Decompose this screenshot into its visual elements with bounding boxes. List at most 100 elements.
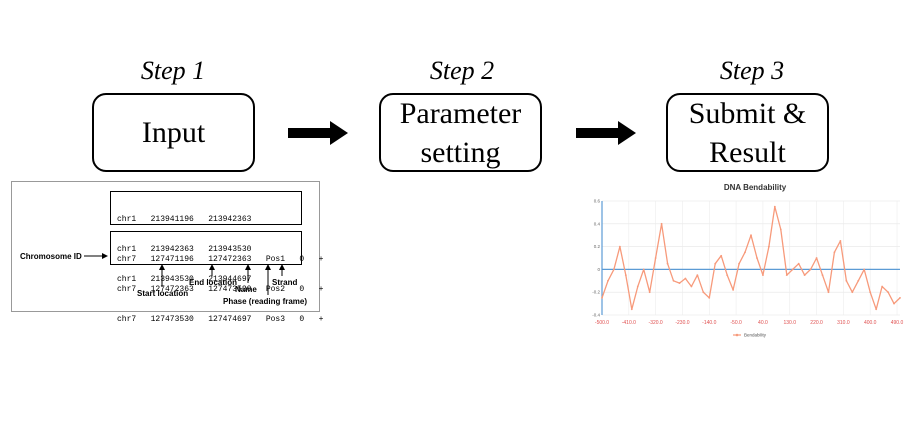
end-location-label: End location [189, 278, 237, 287]
legend-label: Bendability [744, 333, 767, 338]
data-point [762, 274, 764, 276]
data-point [845, 279, 848, 282]
data-point [720, 254, 723, 257]
data-point [636, 285, 639, 288]
box-line: Parameter [399, 96, 522, 130]
bed3-row: chr1 213942363 213943530 [117, 245, 252, 254]
data-point [660, 222, 663, 225]
bed6-row: chr7 127473530 127474697 Pos3 0 + [117, 315, 324, 324]
data-point [654, 257, 657, 259]
data-point [779, 228, 782, 231]
data-point [833, 251, 836, 254]
data-point [678, 282, 681, 284]
data-point [791, 268, 794, 271]
box-line: setting [420, 135, 501, 169]
right-arrow-icon [576, 121, 636, 145]
data-point [601, 297, 603, 299]
x-tick-label: -320.0 [649, 320, 663, 326]
x-tick-label: 40.0 [758, 320, 768, 326]
data-point [624, 274, 627, 276]
data-point [881, 285, 884, 288]
data-point [630, 308, 633, 311]
data-point [869, 291, 872, 294]
step-1-label: Step 1 [140, 56, 206, 85]
annotation-arrows [84, 253, 285, 295]
data-point [732, 289, 735, 291]
step-2-label: Step 2 [429, 56, 495, 85]
y-tick-label: 0 [597, 267, 600, 272]
data-point [767, 245, 770, 248]
x-tick-label: -140.0 [702, 320, 716, 326]
data-point [666, 262, 669, 265]
data-point [750, 234, 752, 237]
x-tick-label: 400.0 [864, 320, 877, 326]
data-point [738, 262, 740, 265]
data-point [642, 268, 645, 271]
data-point [648, 291, 651, 294]
data-point [815, 257, 818, 259]
data-point [696, 274, 699, 276]
data-point [899, 297, 901, 299]
y-tick-label: -0.2 [592, 290, 600, 295]
input-box: Input [92, 93, 255, 172]
bed3-example: chr1 213941196 213942363 chr1 213942363 … [110, 191, 302, 284]
parameter-setting-box: Parameter setting [379, 93, 542, 172]
x-tick-label: 220.0 [810, 320, 823, 326]
y-tick-label: 0.6 [594, 199, 601, 204]
legend-marker [735, 333, 739, 337]
data-point [797, 262, 800, 265]
data-point [857, 279, 860, 282]
data-point [618, 245, 621, 248]
data-point [708, 297, 711, 299]
data-point [839, 240, 842, 242]
data-point [672, 279, 675, 282]
data-point [803, 274, 806, 276]
name-label: Name [235, 285, 257, 294]
data-point [756, 257, 758, 259]
start-location-label: Start location [137, 289, 189, 298]
step-3-label: Step 3 [719, 56, 785, 85]
data-point [851, 291, 854, 294]
data-point [893, 302, 895, 305]
x-tick-label: 130.0 [783, 320, 796, 326]
x-tick-label: -230.0 [675, 320, 689, 326]
data-point [821, 274, 824, 276]
data-point [887, 291, 889, 294]
data-point [607, 279, 609, 282]
strand-label: Strand [272, 278, 298, 287]
x-tick-label: -50.0 [730, 320, 742, 326]
data-point [744, 251, 746, 254]
data-point [726, 274, 729, 276]
x-tick-label: 490.0 [891, 320, 904, 326]
data-point [690, 285, 693, 288]
box-line: Result [709, 135, 786, 169]
y-tick-label: 0.2 [594, 244, 601, 249]
data-point [875, 308, 878, 311]
data-point [785, 274, 788, 276]
parameter-setting-box-text: Parameter setting [400, 94, 522, 172]
right-arrow-icon [288, 121, 348, 145]
data-point [827, 291, 830, 294]
bed3-row: chr1 213943530 213944697 [117, 275, 252, 284]
chart-title: DNA Bendability [723, 183, 787, 192]
chromosome-id-label: Chromosome ID [20, 252, 82, 261]
bed6-example: chr7 127471196 127472363 Pos1 0 + chr7 1… [110, 231, 323, 324]
y-tick-label: -0.4 [592, 313, 600, 318]
bendability-chart: 0.6 0.4 0.2 0 -0.2 -0.4 -500.0 -410.0 -320.0 -230… [592, 199, 904, 338]
box-line: Submit & [688, 96, 807, 130]
submit-result-box: Submit & Result [666, 93, 829, 172]
data-point [613, 268, 615, 271]
data-point [863, 268, 866, 271]
data-point [702, 291, 705, 294]
y-tick-label: 0.4 [594, 221, 601, 226]
data-point [684, 277, 687, 280]
x-tick-label: -410.0 [622, 320, 636, 326]
x-tick-label: 310.0 [837, 320, 850, 326]
data-point [714, 262, 717, 265]
bed3-row: chr1 213941196 213942363 [117, 215, 252, 224]
phase-label: Phase (reading frame) [223, 297, 308, 306]
submit-result-box-text: Submit & Result [689, 94, 807, 172]
input-format-example: chr1 213941196 213942363 chr1 213942363 … [11, 181, 323, 324]
data-point [809, 268, 812, 271]
x-tick-label: -500.0 [595, 320, 609, 326]
